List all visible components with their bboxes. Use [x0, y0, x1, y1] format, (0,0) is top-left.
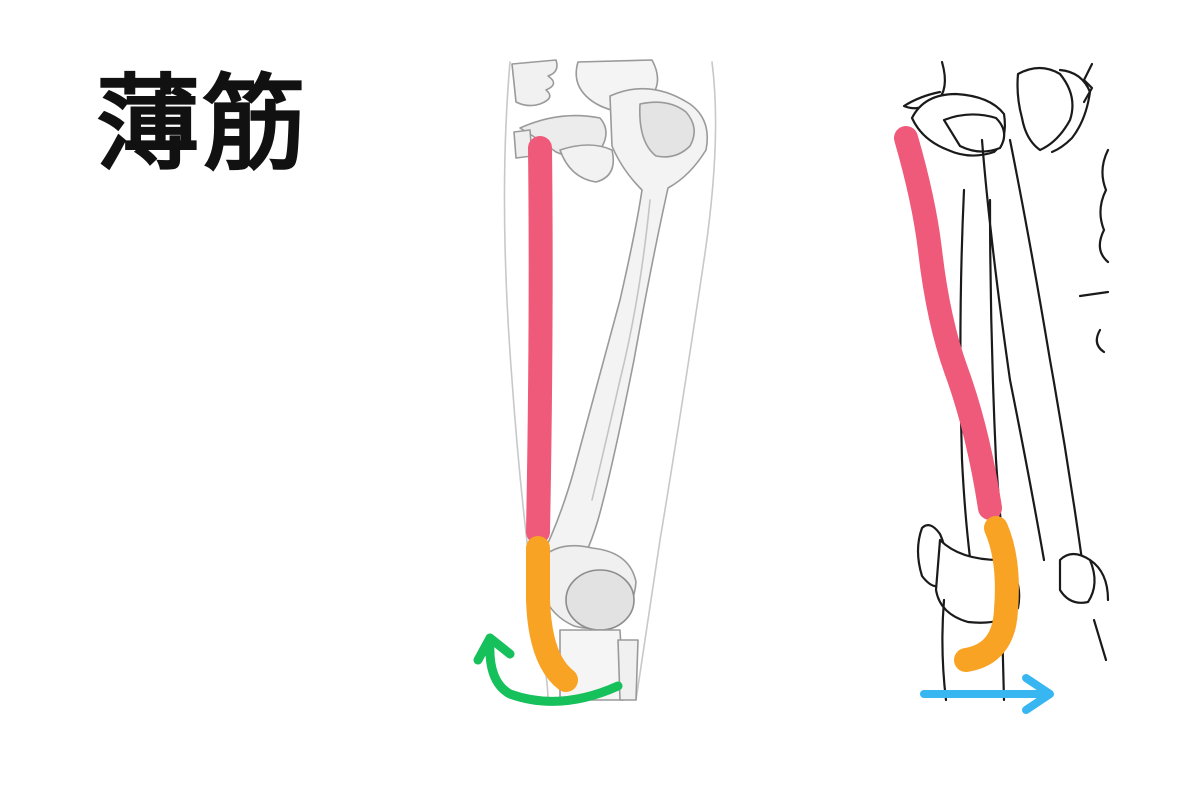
- curved-rotation-arrow: [473, 633, 623, 706]
- thigh-skin-outline-lateral: [635, 61, 717, 701]
- patella-front: [565, 569, 635, 631]
- femur-side: [959, 138, 1084, 602]
- femur-front: [539, 87, 709, 581]
- gracilis-belly-side: [894, 126, 1002, 520]
- knee-front: [539, 544, 639, 701]
- gracilis-tendon-side: [954, 516, 1019, 672]
- gracilis-belly-front: [526, 136, 553, 544]
- pelvis-fragment: [1078, 148, 1110, 354]
- pelvis-side: [902, 60, 1094, 157]
- gracilis-tendon-front: [526, 536, 578, 692]
- straight-right-arrow: [920, 674, 1054, 714]
- page-title: 薄筋: [96, 63, 309, 185]
